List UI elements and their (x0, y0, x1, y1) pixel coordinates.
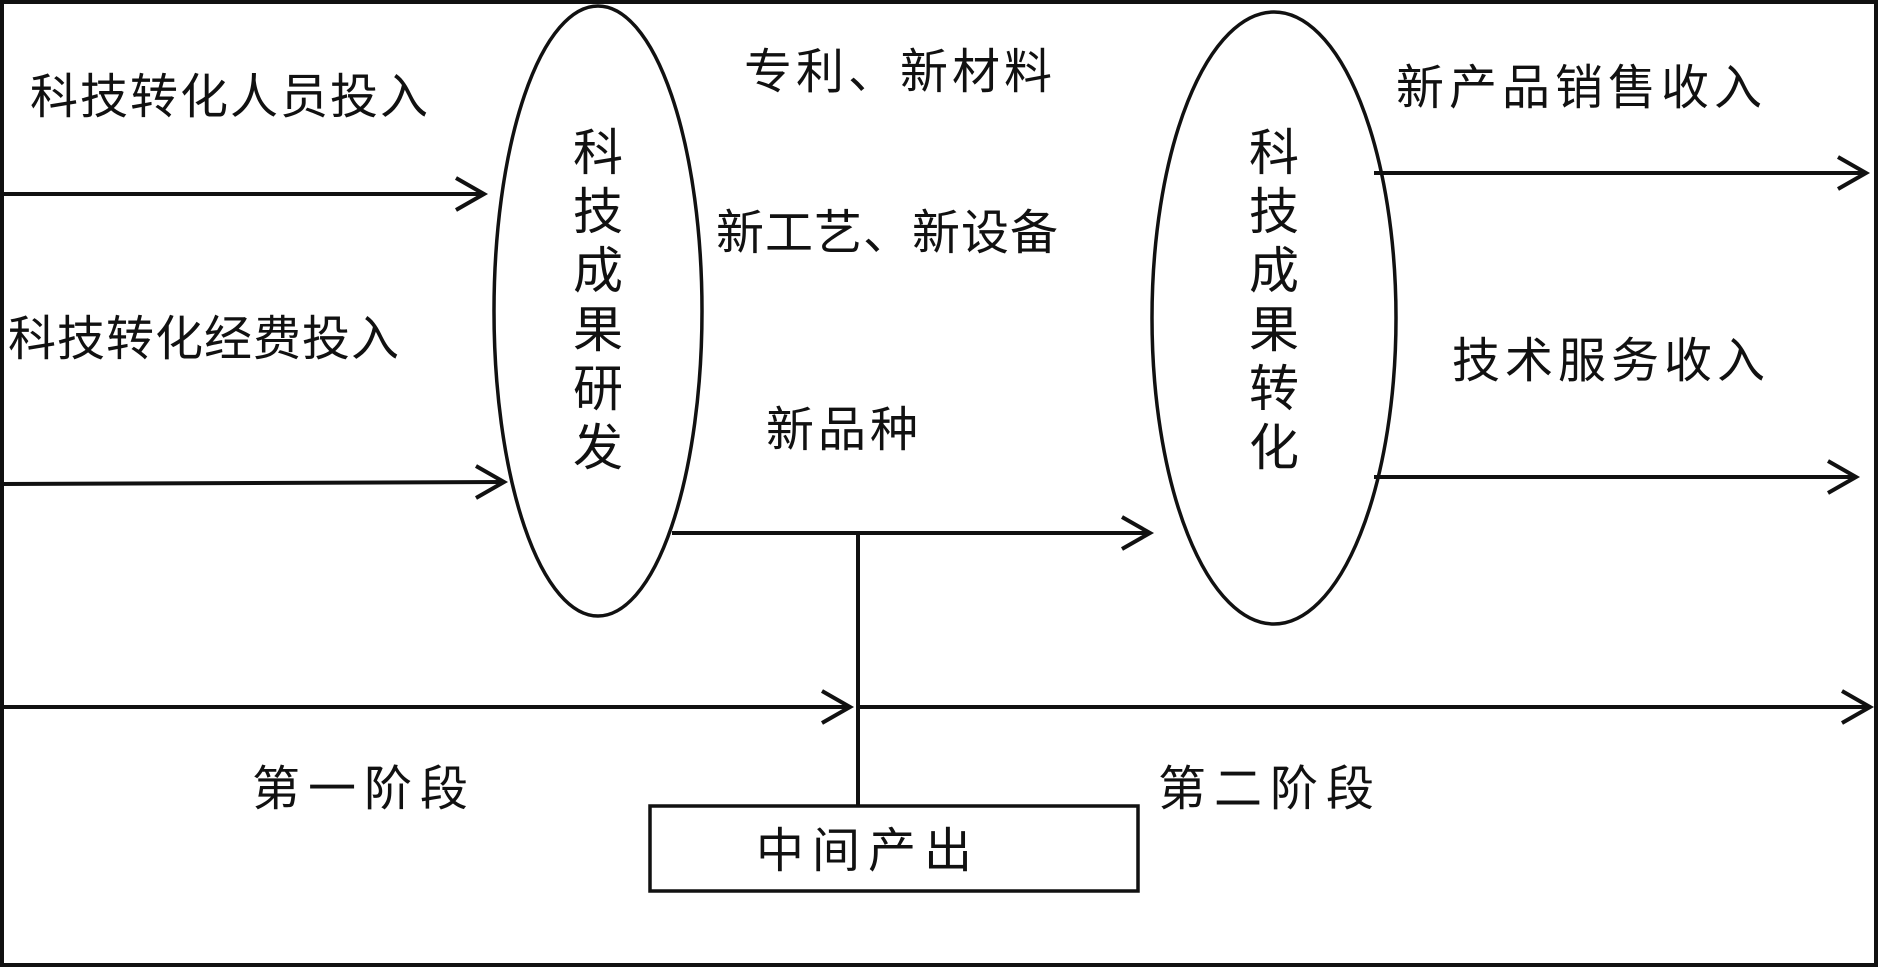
funding-input-arrowhead (475, 464, 509, 500)
vertical-char: 化 (1249, 419, 1299, 477)
first-stage-arrowhead (821, 689, 855, 725)
transfer-node (1150, 10, 1398, 626)
vertical-char: 科 (573, 124, 623, 182)
vertical-char: 成 (1249, 242, 1299, 300)
vertical-char: 发 (573, 419, 623, 477)
vertical-char: 果 (1249, 301, 1299, 359)
funding-input-arrow (1, 480, 505, 486)
vertical-char: 科 (1249, 124, 1299, 182)
intermediate-output-label: 中间产出 (756, 823, 980, 879)
tech-service-label: 技术服务收入 (1452, 333, 1770, 389)
vertical-char: 研 (573, 360, 623, 418)
vertical-char: 果 (573, 301, 623, 359)
product-sales-output-arrowhead (1837, 155, 1871, 191)
vertical-char: 技 (1249, 183, 1299, 241)
process-equipment-label: 新工艺、新设备 (716, 205, 1059, 261)
transfer-node-label: 科技成果转化 (1249, 124, 1299, 477)
vertical-char: 技 (573, 183, 623, 241)
rd-to-transfer-arrowhead (1121, 515, 1155, 551)
second-stage-arrowhead (1841, 689, 1875, 725)
second-stage-label: 第二阶段 (1158, 761, 1382, 817)
rd-node-label: 科技成果研发 (573, 124, 623, 477)
patent-material-label: 专利、新材料 (744, 44, 1056, 100)
personnel-input-label: 科技转化人员投入 (30, 69, 430, 125)
personnel-input-arrowhead (455, 176, 489, 212)
tech-service-output-arrowhead (1827, 459, 1861, 495)
product-sales-label: 新产品销售收入 (1396, 60, 1767, 116)
vertical-char: 转 (1249, 360, 1299, 418)
new-variety-label: 新品种 (766, 402, 922, 458)
rd-node (492, 4, 704, 618)
first-stage-label: 第一阶段 (252, 761, 476, 817)
vertical-char: 成 (573, 242, 623, 300)
funding-input-label: 科技转化经费投入 (8, 311, 400, 367)
intermediate-output-box (648, 804, 1140, 893)
